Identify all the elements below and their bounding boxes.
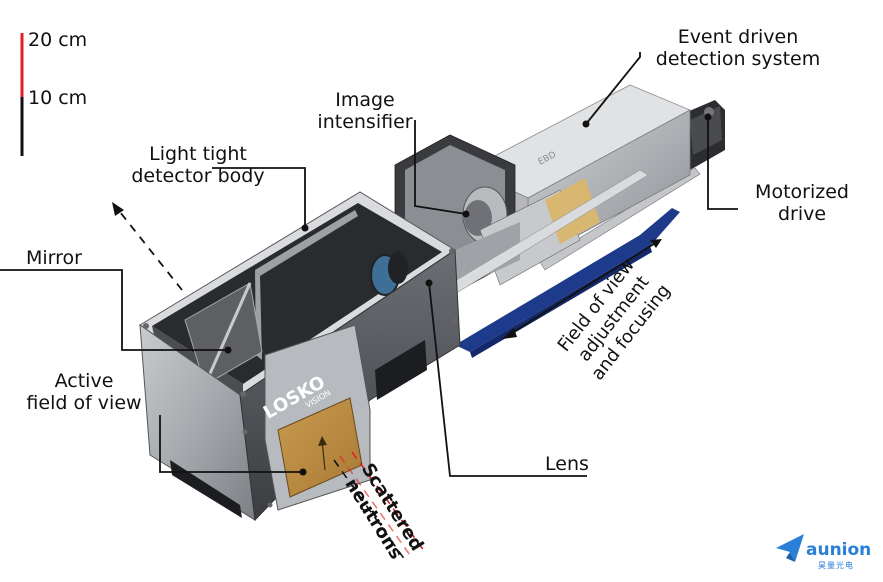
lens-label: Lens [545, 453, 589, 475]
scale-mid-label: 10 cm [28, 87, 88, 109]
event-driven-label: Event driven detection system [648, 26, 828, 70]
neutron-paths [333, 451, 426, 561]
active-fov-line1: Active [54, 370, 114, 392]
detector-body [139, 191, 461, 522]
motorized-line1: Motorized [755, 181, 849, 203]
scale-top-label: 20 cm [28, 29, 88, 51]
leader-motor [707, 117, 738, 210]
active-fov-line2: field of view [26, 392, 142, 414]
active-fov-label: Active field of view [14, 370, 154, 414]
brand-logo-icon [776, 534, 804, 562]
leader-lines [0, 52, 738, 477]
event-driven-line1: Event driven [677, 26, 799, 48]
leader-lighttight [212, 167, 306, 228]
motorized-line2: drive [777, 203, 827, 225]
leader-active [159, 415, 303, 473]
mirror-label: Mirror [26, 247, 82, 269]
brand-name: aunion [806, 540, 872, 560]
image-intensifier-line2: intensifier [317, 111, 413, 133]
leader-lens [428, 282, 587, 477]
adjustment-arrow [502, 239, 662, 339]
light-tight-label: Light tight detector body [118, 143, 278, 187]
leader-mirror [0, 269, 228, 351]
image-intensifier-line1: Image [335, 89, 395, 111]
motorized-drive [680, 100, 725, 170]
image-intensifier-label: Image intensifier [310, 89, 420, 133]
light-tight-line1: Light tight [149, 143, 247, 165]
brand-sub: 昊量光电 [818, 561, 854, 570]
motorized-drive-label: Motorized drive [742, 181, 862, 225]
event-driven-line2: detection system [655, 48, 821, 70]
leader-event [585, 52, 641, 125]
leader-intensifier [414, 120, 467, 215]
direction-arrow [112, 202, 183, 291]
light-tight-line2: detector body [131, 165, 265, 187]
